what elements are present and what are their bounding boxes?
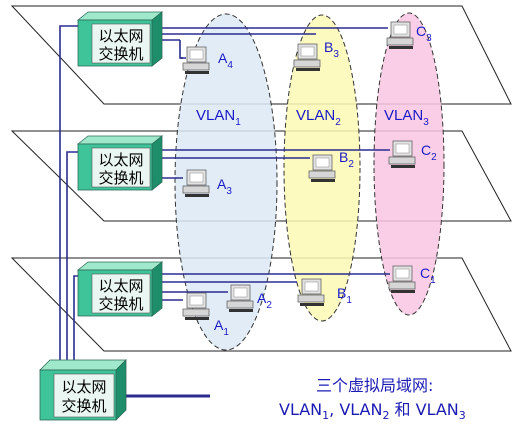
- host-B3: [293, 43, 321, 72]
- label-A4: A4: [218, 50, 233, 71]
- switch-floor1: 以太网 交换机: [76, 261, 164, 317]
- label-B2: B2: [339, 149, 354, 170]
- links: [59, 25, 390, 398]
- label-A1: A1: [214, 317, 229, 338]
- caption-line2: VLAN1, VLAN2 和 VLAN3: [279, 400, 466, 422]
- host-B1: [297, 278, 325, 307]
- label-C2: C2: [421, 142, 437, 163]
- host-A2: [226, 284, 254, 313]
- host-C2: [388, 140, 416, 169]
- host-A3: [182, 169, 210, 198]
- switch-floor2: 以太网 交换机: [76, 135, 164, 191]
- vlan3-label: VLAN3: [384, 107, 429, 128]
- switch-label-line1: 以太网: [98, 27, 143, 45]
- host-C1: [388, 265, 416, 294]
- label-C1: C1: [420, 265, 436, 286]
- label-C3: C3: [416, 23, 432, 44]
- switch-label-line1: 以太网: [98, 151, 143, 169]
- switch-label-line1: 以太网: [61, 378, 106, 396]
- vlan2-label: VLAN2: [296, 107, 341, 128]
- label-B1: B1: [337, 285, 352, 306]
- label-B3: B3: [324, 39, 339, 60]
- vlan1-label: VLAN1: [196, 107, 241, 128]
- host-B2: [308, 154, 336, 183]
- switch-label-line2: 交换机: [98, 45, 143, 63]
- switch-label-line1: 以太网: [98, 277, 143, 295]
- vlan1-region: [174, 13, 278, 351]
- caption-line1: 三个虚拟局域网:: [316, 376, 433, 395]
- switch-label-line2: 交换机: [61, 397, 106, 415]
- host-C3: [386, 21, 414, 50]
- switch-label-line2: 交换机: [98, 169, 143, 187]
- switch-floor3: 以太网 交换机: [76, 11, 164, 67]
- label-A3: A3: [217, 176, 232, 197]
- host-A4: [182, 46, 210, 75]
- switch-main: 以太网 交换机: [39, 359, 127, 421]
- host-A1: [182, 292, 210, 321]
- switch-label-line2: 交换机: [98, 295, 143, 313]
- label-A2: A2: [257, 290, 272, 311]
